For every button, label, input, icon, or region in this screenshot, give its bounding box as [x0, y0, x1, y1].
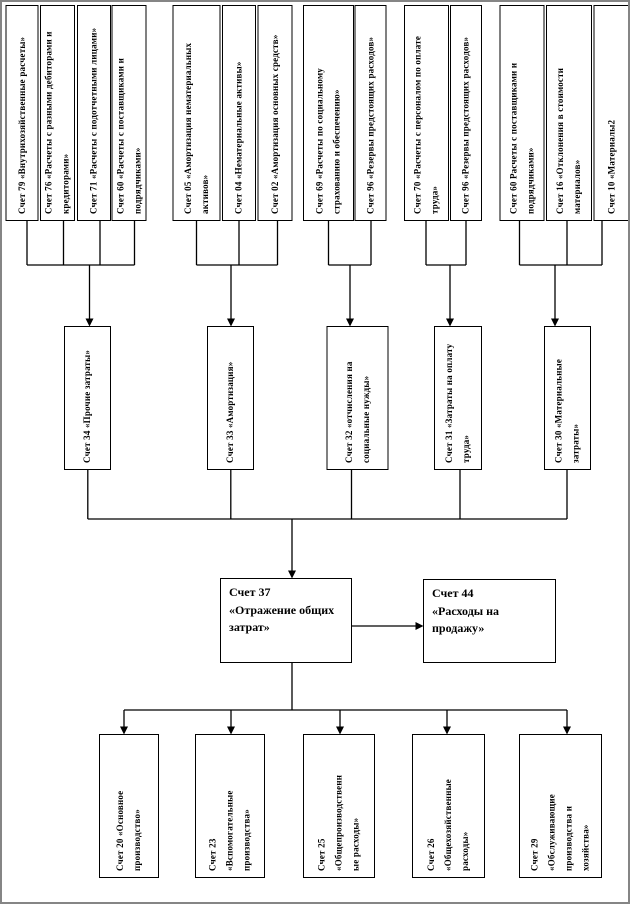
- account-label: Счет 32 «отчисления на социальные нужды»: [343, 361, 371, 463]
- account-label: Счет 37 «Отражение общих затрат»: [229, 585, 335, 634]
- account-box-96-group4: Счет 96 «Резервы предстоящих расходов»: [450, 5, 482, 221]
- account-box-71: Счет 71 «Расчеты с подотчетными лицами»: [76, 5, 111, 221]
- account-box-37: Счет 37 «Отражение общих затрат»: [220, 578, 352, 663]
- account-label: Счет 02 «Амортизация основных средств»: [269, 34, 280, 214]
- account-label: Счет 60 «Расчеты с поставщиками и подряд…: [115, 58, 143, 214]
- account-box-34: Счет 34 «Прочие затраты»: [63, 326, 111, 470]
- account-label: Счет 33 «Амортизация»: [225, 361, 235, 463]
- account-box-79: Счет 79 «Внутрихозяйственные расчеты»: [5, 5, 38, 221]
- account-label: Счет 76 «Расчеты с разными дебиторами и …: [43, 31, 71, 214]
- account-box-33: Счет 33 «Амортизация»: [207, 326, 254, 470]
- account-box-02: Счет 02 «Амортизация основных средств»: [257, 5, 292, 221]
- account-box-25: Счет 25 «Общепроизводственн ые расходы»: [303, 734, 375, 878]
- account-box-44: Счет 44 «Расходы на продажу»: [423, 579, 556, 663]
- account-label: Счет 34 «Прочие затраты»: [81, 349, 92, 463]
- account-label: Счет 60 Расчеты с поставщиками и подрядч…: [507, 62, 535, 214]
- account-label: Счет 96 «Резервы предстоящих расходов»: [460, 36, 471, 214]
- account-box-04: Счет 04 «Нематериальные активы»: [222, 5, 256, 221]
- account-label: Счет 20 «Основное производство»: [115, 790, 142, 871]
- account-label: Счет 29 «Обслуживающие производства и хо…: [529, 794, 591, 871]
- account-box-29: Счет 29 «Обслуживающие производства и хо…: [519, 734, 602, 878]
- account-box-96-group3: Счет 96 «Резервы предстоящих расходов»: [355, 5, 387, 221]
- account-label: Счет 70 «Расчеты с персоналом по оплате …: [412, 35, 439, 214]
- account-box-60-group1: Счет 60 «Расчеты с поставщиками и подряд…: [112, 5, 147, 221]
- account-label: Счет 10 «Материалы2: [605, 119, 616, 214]
- account-box-60-group5: Счет 60 Расчеты с поставщиками и подрядч…: [499, 5, 544, 221]
- account-box-69: Счет 69 «Расчеты по социальному страхова…: [303, 5, 354, 221]
- account-box-70: Счет 70 «Расчеты с персоналом по оплате …: [403, 5, 449, 221]
- account-label: Счет 71 «Расчеты с подотчетными лицами»: [88, 27, 98, 214]
- account-box-20: Счет 20 «Основное производство»: [99, 734, 159, 878]
- account-box-05: Счет 05 «Амортизация нематериальных акти…: [173, 5, 221, 221]
- account-label: Счет 26 «Общехозяйственные расходы»: [426, 778, 470, 871]
- account-box-31: Счет 31 «Затраты на оплату труда»: [434, 326, 482, 470]
- account-box-76: Счет 76 «Расчеты с разными дебиторами и …: [40, 5, 75, 221]
- account-box-26: Счет 26 «Общехозяйственные расходы»: [412, 734, 485, 878]
- account-box-16: Счет 16 «Отклонения в стоимости материал…: [546, 5, 592, 221]
- account-box-10: Счет 10 «Материалы2: [593, 5, 628, 221]
- account-label: Счет 69 «Расчеты по социальному страхова…: [314, 68, 342, 214]
- account-box-32: Счет 32 «отчисления на социальные нужды»: [327, 326, 389, 470]
- account-label: Счет 25 «Общепроизводственн ые расходы»: [316, 774, 361, 871]
- account-label: Счет 31 «Затраты на оплату труда»: [444, 343, 471, 463]
- account-label: Счет 96 «Резервы предстоящих расходов»: [365, 36, 376, 214]
- account-label: Счет 30 «Материальные затраты»: [553, 358, 580, 463]
- account-label: Счет 79 «Внутрихозяйственные расчеты»: [16, 36, 27, 214]
- account-label: Счет 23 «Вспомогательные производства»: [207, 790, 252, 871]
- account-box-30: Счет 30 «Материальные затраты»: [543, 326, 591, 470]
- account-label: Счет 04 «Нематериальные активы»: [233, 61, 244, 214]
- account-box-23: Счет 23 «Вспомогательные производства»: [195, 734, 265, 878]
- account-label: Счет 16 «Отклонения в стоимости материал…: [555, 67, 582, 214]
- account-label: Счет 44 «Расходы на продажу»: [432, 586, 500, 635]
- account-label: Счет 05 «Амортизация нематериальных акти…: [182, 42, 210, 214]
